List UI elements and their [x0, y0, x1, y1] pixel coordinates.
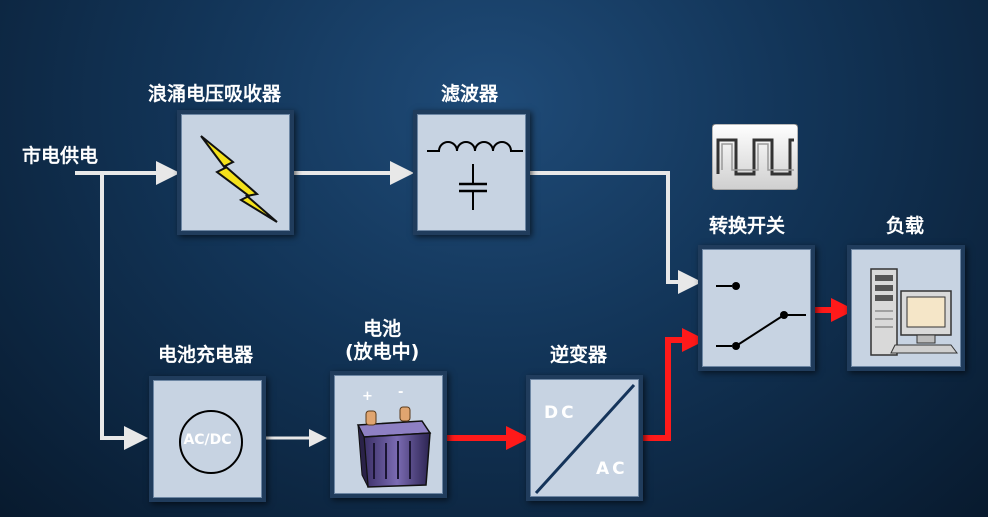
label-filter: 滤波器 — [441, 83, 499, 105]
computer-icon — [870, 268, 958, 356]
label-battery-line2: (放电中) — [345, 341, 420, 363]
battery-minus-label: - — [398, 385, 404, 400]
label-charger: 电池充电器 — [158, 344, 254, 366]
charger-circle — [179, 410, 243, 474]
label-load: 负载 — [886, 215, 925, 237]
inverter-diagonal — [534, 383, 636, 495]
wire-inverter-to-switch — [643, 328, 706, 441]
filter-box — [413, 110, 530, 235]
inverter-dc-text: DC — [544, 403, 577, 423]
label-battery-line1: 电池 — [363, 318, 402, 340]
surge-absorber-box — [177, 110, 294, 235]
label-inverter: 逆变器 — [550, 344, 608, 366]
label-mains: 市电供电 — [22, 145, 99, 167]
transfer-switch-box — [698, 245, 815, 371]
charger-acdc-text: AC/DC — [183, 432, 232, 448]
switch-icon — [716, 282, 806, 350]
wire-filter-to-switch — [528, 171, 702, 294]
lightning-icon — [200, 135, 278, 223]
inverter-box: DC AC — [526, 375, 643, 501]
battery-plus-label: + — [362, 389, 373, 404]
battery-icon — [356, 406, 432, 488]
label-battery-title: 电池 (放电中) — [345, 318, 419, 364]
wire-mains-to-charger — [100, 173, 148, 450]
charger-box: AC/DC — [149, 376, 266, 502]
inductor-capacitor-icon — [427, 141, 523, 210]
battery-box: + - — [330, 371, 447, 498]
square-wave-icon — [711, 123, 799, 191]
load-box — [847, 245, 965, 371]
label-surge-absorber: 浪涌电压吸收器 — [148, 83, 282, 105]
inverter-ac-text: AC — [596, 459, 628, 479]
label-transfer-switch: 转换开关 — [709, 215, 786, 237]
